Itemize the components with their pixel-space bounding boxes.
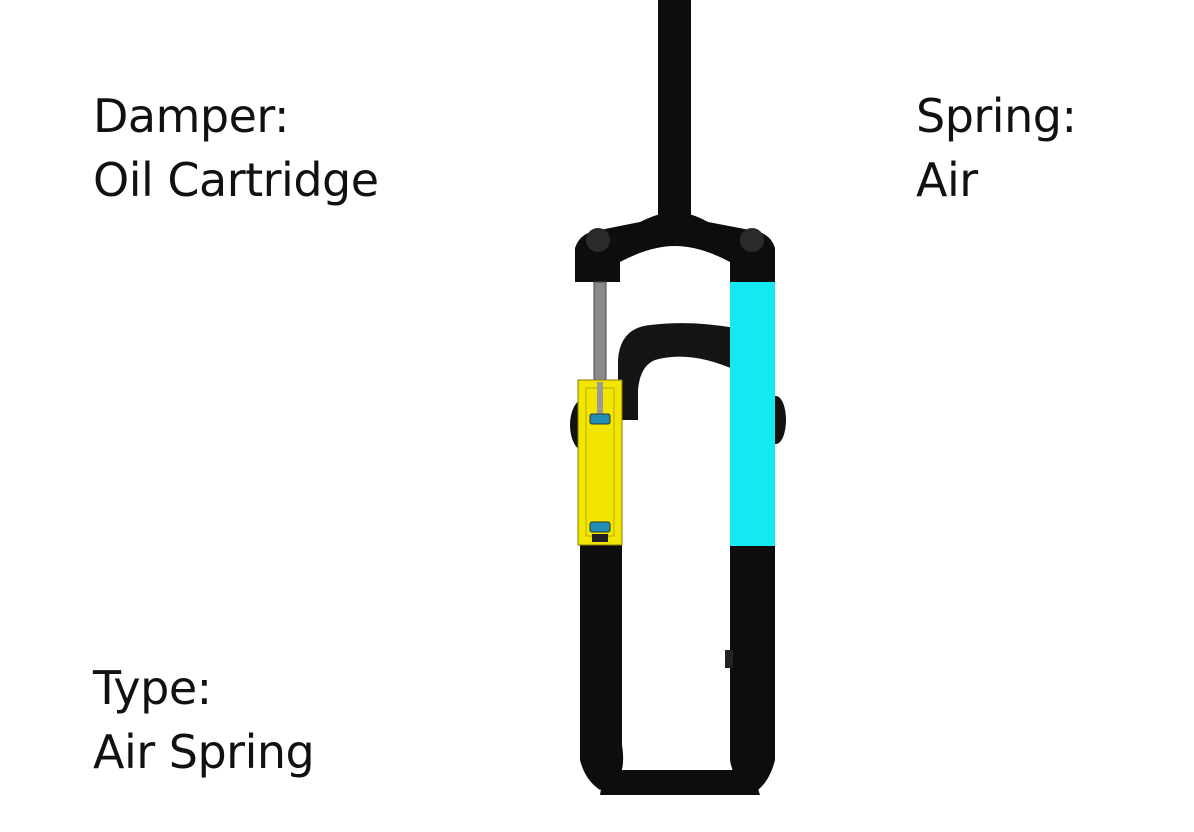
- brake-mount-tab: [725, 650, 733, 668]
- damper-label: Damper: Oil Cartridge: [93, 84, 379, 212]
- crown-top-cap-right: [740, 228, 764, 252]
- axle-bridge: [600, 770, 760, 795]
- type-heading: Type:: [93, 661, 212, 715]
- crown-top-cap-left: [586, 228, 610, 252]
- type-label: Type: Air Spring: [93, 656, 315, 784]
- steerer-tube: [658, 0, 691, 222]
- damper-rod: [593, 281, 607, 383]
- spring-value: Air: [916, 153, 978, 207]
- crown: [575, 212, 775, 282]
- damper-lower-seal: [589, 521, 611, 533]
- damper-upper-seal: [589, 413, 611, 425]
- damper-rod-inner: [597, 382, 603, 414]
- damper-heading: Damper:: [93, 89, 290, 143]
- right-lower-leg: [730, 545, 775, 790]
- damper-base-valve: [592, 534, 608, 542]
- air-spring-chamber: [730, 282, 775, 546]
- damper-value: Oil Cartridge: [93, 153, 379, 207]
- spring-heading: Spring:: [916, 89, 1077, 143]
- left-lower-leg: [580, 545, 624, 790]
- type-value: Air Spring: [93, 725, 315, 779]
- lower-arch: [618, 323, 735, 420]
- spring-label: Spring: Air: [916, 84, 1077, 212]
